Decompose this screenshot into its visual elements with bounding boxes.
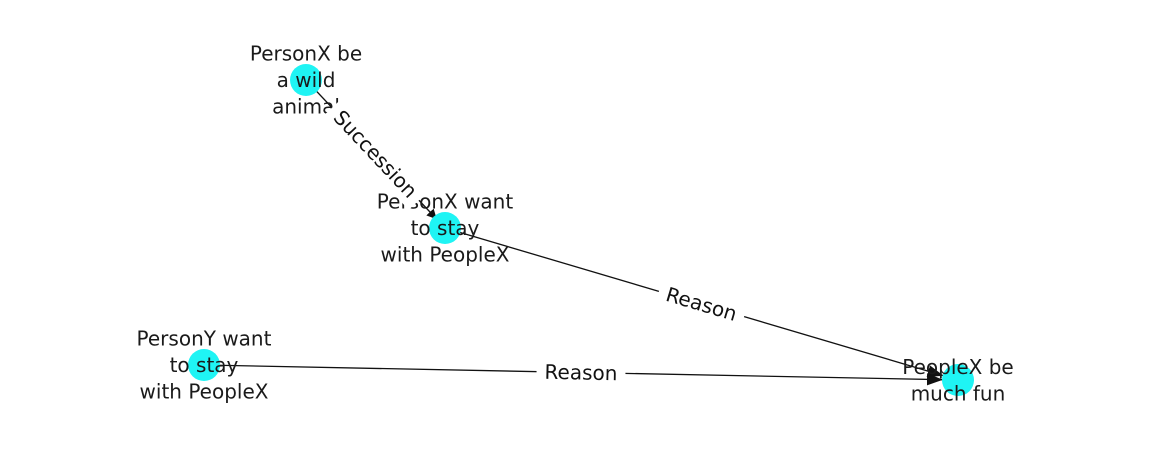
node-label-line: PersonX be xyxy=(250,42,362,66)
node-label-line: to stay xyxy=(170,353,239,377)
edge-label-text: Succession xyxy=(329,105,422,202)
node-label-line: with PeopleX xyxy=(140,380,269,404)
node-label-line: PeopleX be xyxy=(902,355,1014,379)
node-n3 xyxy=(188,349,220,381)
edge-label-text: Reason xyxy=(544,360,617,385)
node-label-line: to stay xyxy=(411,216,480,240)
node-n4 xyxy=(942,364,974,396)
node-label-line: with PeopleX xyxy=(381,243,510,267)
nodes-layer xyxy=(188,64,974,396)
edge-label-e1: Succession xyxy=(321,98,430,210)
edge-label-background xyxy=(321,98,430,210)
edges-layer xyxy=(203,79,944,386)
node-n2 xyxy=(429,212,461,244)
edge-label-background xyxy=(536,357,626,388)
node-label-line: much fun xyxy=(911,381,1006,405)
node-label-line: a wild xyxy=(277,68,336,92)
node-label-line: PersonY want xyxy=(137,327,272,351)
edge-label-e3: Reason xyxy=(536,357,626,388)
node-n1 xyxy=(290,64,322,96)
edge-label-e2: Reason xyxy=(654,277,749,331)
edge-label-text: Reason xyxy=(663,282,740,326)
edge-label-background xyxy=(654,277,749,331)
